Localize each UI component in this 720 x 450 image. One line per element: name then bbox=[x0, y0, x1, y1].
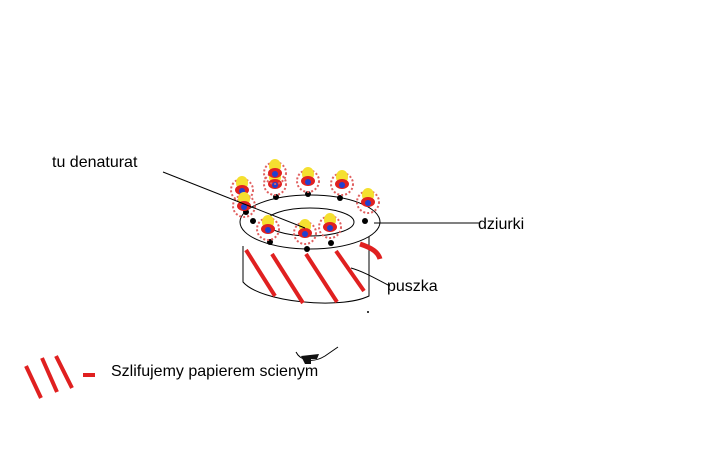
flame bbox=[318, 213, 342, 239]
sandpaper-tool-sketch bbox=[295, 311, 369, 364]
sanding-stripe bbox=[304, 252, 339, 304]
can-label: puszka bbox=[387, 278, 438, 295]
hole bbox=[250, 218, 256, 224]
legend-stripes bbox=[24, 355, 95, 399]
flame bbox=[232, 192, 256, 218]
flame bbox=[330, 170, 354, 196]
sanding-stripe bbox=[359, 241, 383, 260]
holes-label: dziurki bbox=[478, 216, 525, 233]
fuel-label: tu denaturat bbox=[52, 154, 138, 171]
flame bbox=[256, 215, 280, 241]
legend-label: Szlifujemy papierem scienym bbox=[111, 363, 319, 380]
flame bbox=[263, 159, 287, 185]
hole bbox=[328, 240, 334, 246]
hole bbox=[337, 195, 343, 201]
sanding-stripe bbox=[244, 248, 277, 298]
can-leader-line bbox=[350, 267, 391, 287]
hole bbox=[305, 191, 311, 197]
fuel-leader-line bbox=[162, 171, 306, 229]
hole bbox=[304, 246, 310, 252]
sanding-stripe bbox=[270, 252, 305, 305]
hole bbox=[362, 218, 368, 224]
flame bbox=[296, 167, 320, 193]
sanding-stripe bbox=[334, 249, 366, 293]
flame bbox=[356, 188, 380, 214]
can-body bbox=[242, 230, 383, 305]
flames-group bbox=[230, 159, 380, 245]
flame bbox=[293, 219, 317, 245]
